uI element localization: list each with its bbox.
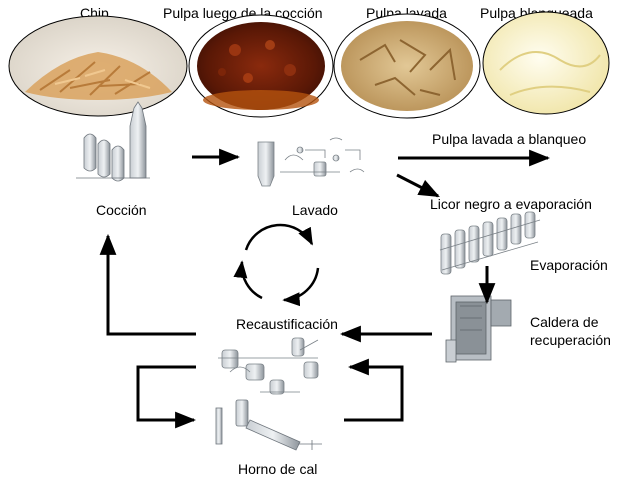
flow-arrows: [99, 148, 551, 429]
flow-label-black-liquor: Licor negro a evaporación: [430, 196, 592, 212]
stage-label-washing: Lavado: [292, 202, 338, 218]
chip-photo: [8, 15, 188, 117]
flow-label-to-bleaching: Pulpa lavada a blanqueo: [432, 131, 587, 147]
arrow-recausticizing-to-cooking: [99, 233, 196, 336]
washing-equipment: [257, 137, 365, 187]
arrow-washing-to-evaporation: [396, 173, 440, 198]
cooked-pulp-photo: [188, 14, 334, 118]
recausticizing-cycle-icon: [233, 223, 320, 307]
evaporation-equipment: [439, 211, 541, 275]
arrow-lime-kiln-return: [344, 358, 404, 422]
washed-pulp-photo: [333, 13, 481, 119]
recausticizing-equipment: [218, 337, 319, 395]
stage-label-cooking: Cocción: [96, 202, 147, 218]
stage-label-recausticizing: Recaustificación: [236, 316, 338, 332]
recovery-boiler-equipment: [445, 295, 512, 363]
digester-equipment: [76, 101, 150, 182]
stage-label-recovery-boiler: Caldera de recuperación: [530, 314, 611, 348]
stage-label-evaporation: Evaporación: [530, 257, 608, 273]
arrow-to-lime-kiln: [136, 365, 197, 429]
lime-kiln-equipment: [215, 399, 322, 451]
bleached-pulp-photo: [482, 11, 610, 115]
stage-label-lime-kiln: Horno de cal: [238, 461, 318, 477]
